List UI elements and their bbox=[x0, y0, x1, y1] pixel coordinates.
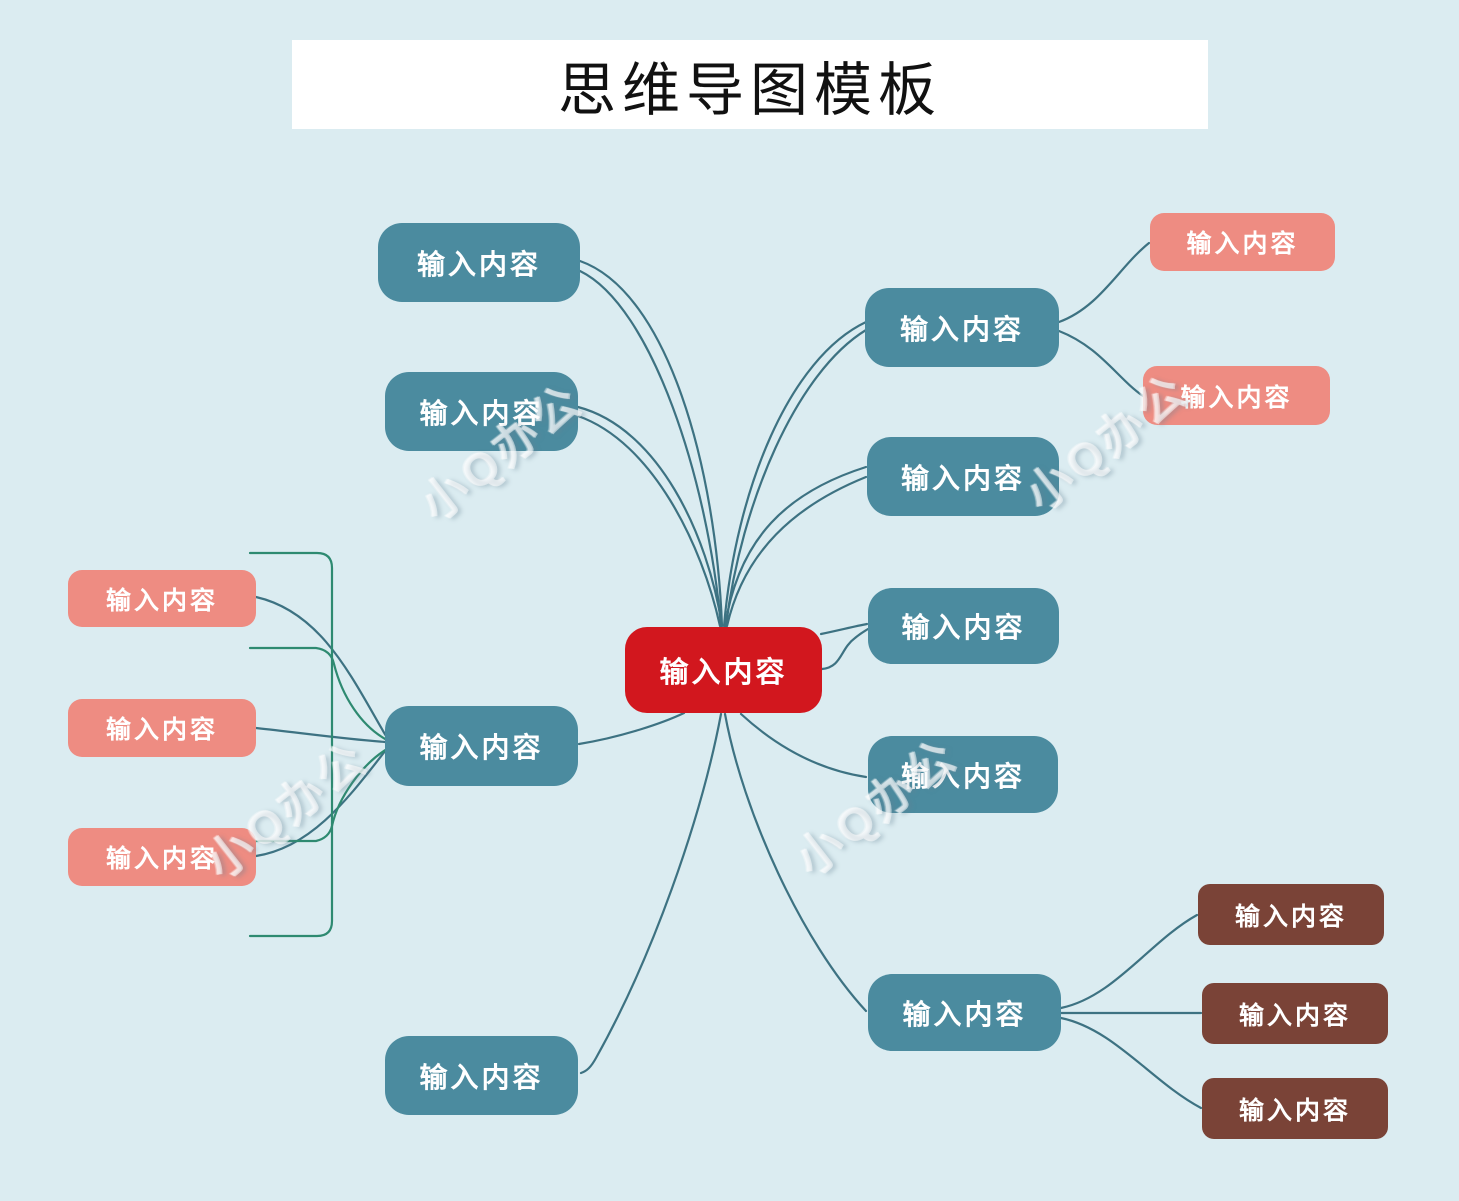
connector-pink-left-2 bbox=[254, 726, 387, 744]
connector-right-2-a bbox=[819, 622, 869, 636]
node-sub-pink-right-2[interactable]: 输入内容 bbox=[1143, 366, 1330, 425]
node-sub-brown-1[interactable]: 输入内容 bbox=[1198, 884, 1384, 945]
left-group-bracket-stub-upper bbox=[248, 646, 389, 742]
node-branch-right-1[interactable]: 输入内容 bbox=[867, 437, 1059, 516]
node-branch-right-3[interactable]: 输入内容 bbox=[868, 736, 1058, 813]
connector-bottom-right bbox=[723, 712, 868, 1013]
node-branch-bottom-right[interactable]: 输入内容 bbox=[868, 974, 1061, 1051]
left-group-bracket bbox=[248, 551, 334, 938]
node-branch-mid-left-upper[interactable]: 输入内容 bbox=[385, 372, 578, 451]
node-branch-top-left[interactable]: 输入内容 bbox=[378, 223, 580, 302]
connector-top-left-a bbox=[578, 259, 724, 628]
node-sub-pink-left-3[interactable]: 输入内容 bbox=[68, 828, 256, 886]
connector-mid-left-upper-b bbox=[576, 414, 722, 628]
connector-pink-left-1 bbox=[254, 595, 388, 738]
node-sub-brown-3[interactable]: 输入内容 bbox=[1202, 1078, 1388, 1139]
connector-right-1-a bbox=[723, 465, 868, 628]
connector-mid-left-upper-a bbox=[576, 405, 724, 628]
connector-right-3 bbox=[739, 712, 868, 779]
node-sub-pink-right-1[interactable]: 输入内容 bbox=[1150, 213, 1335, 271]
connector-bottom-left bbox=[579, 712, 723, 1075]
connector-right-2-b bbox=[820, 627, 870, 671]
left-group-bracket-stub-lower bbox=[254, 747, 389, 843]
connector-top-left-b bbox=[578, 269, 723, 628]
page-title: 思维导图模板 bbox=[557, 57, 942, 123]
node-central[interactable]: 输入内容 bbox=[625, 627, 822, 713]
node-sub-brown-2[interactable]: 输入内容 bbox=[1202, 983, 1388, 1044]
connector-top-right-a bbox=[722, 320, 868, 628]
node-sub-pink-left-1[interactable]: 输入内容 bbox=[68, 570, 256, 627]
connector-left-branch bbox=[577, 711, 686, 746]
node-branch-bottom-left[interactable]: 输入内容 bbox=[385, 1036, 578, 1115]
node-branch-top-right[interactable]: 输入内容 bbox=[865, 288, 1059, 367]
connector-pink-right-1 bbox=[1057, 241, 1151, 324]
connector-brown-3 bbox=[1059, 1016, 1203, 1110]
connector-top-right-b bbox=[724, 328, 868, 628]
node-branch-right-2[interactable]: 输入内容 bbox=[868, 588, 1059, 664]
node-branch-left[interactable]: 输入内容 bbox=[385, 706, 578, 786]
connector-brown-1 bbox=[1059, 913, 1199, 1010]
title-bar[interactable]: 思维导图模板 bbox=[292, 40, 1208, 129]
connector-right-1-b bbox=[725, 475, 868, 628]
connector-pink-left-3 bbox=[254, 748, 388, 858]
node-sub-pink-left-2[interactable]: 输入内容 bbox=[68, 699, 256, 757]
connector-pink-right-2 bbox=[1057, 329, 1145, 398]
